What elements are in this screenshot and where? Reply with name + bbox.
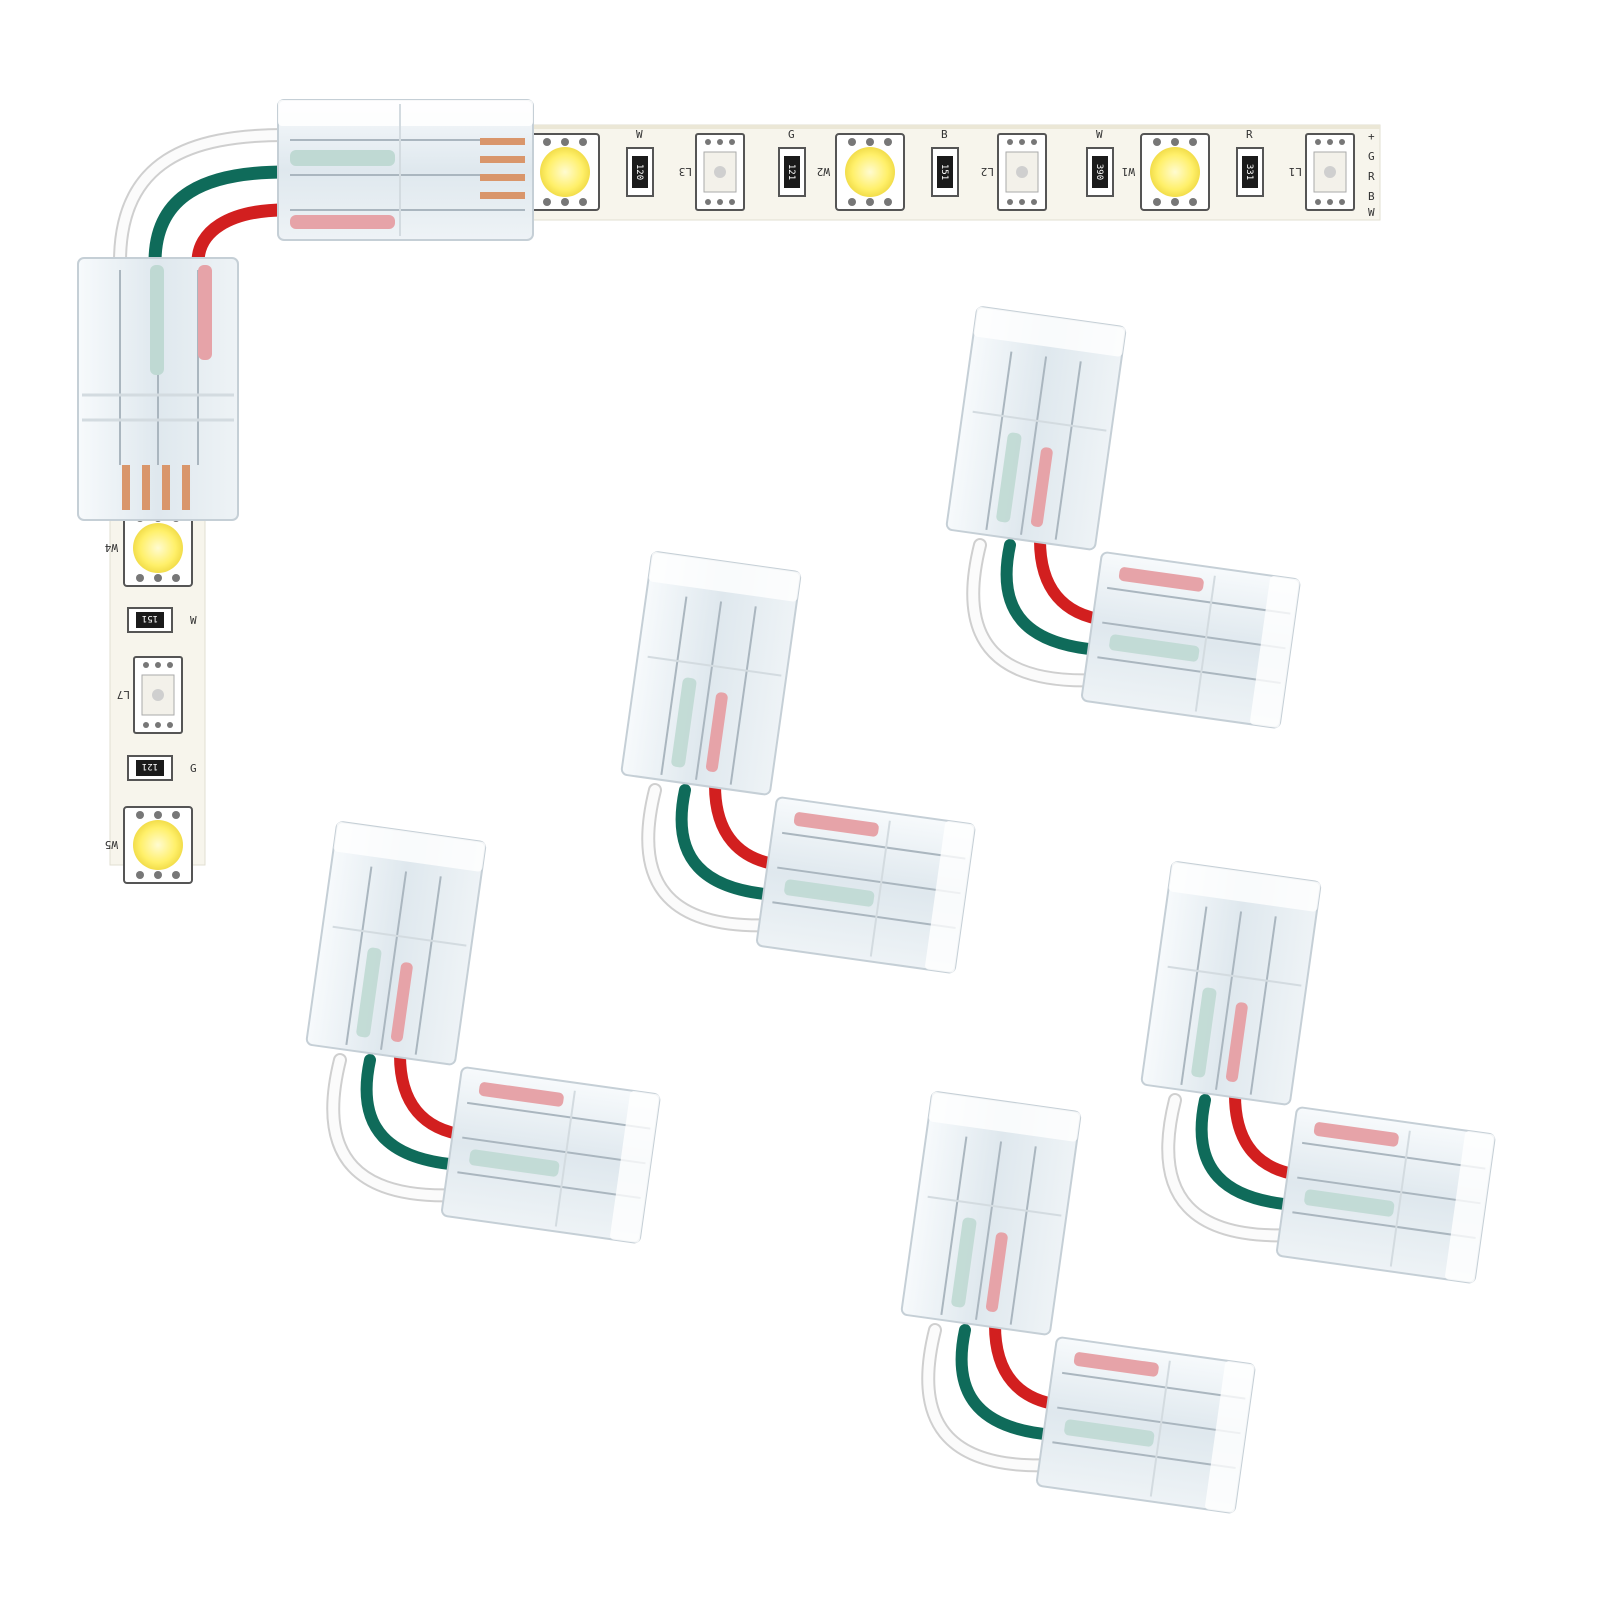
resistor: 390 W	[1086, 128, 1114, 197]
resistor-code: 331	[1244, 164, 1254, 180]
resistor: 331 R	[1236, 128, 1264, 197]
loose-connectors	[306, 306, 1495, 1513]
pad-label-w: W	[1368, 206, 1375, 219]
loose-l-connector-2	[621, 551, 975, 973]
loose-l-connector-1	[946, 306, 1300, 728]
led-label: W2	[817, 165, 830, 178]
pad-label-b: B	[1368, 190, 1375, 203]
vertical-strip-connector	[77, 257, 239, 521]
led-chip: W4	[104, 509, 193, 587]
resistor-code: 390	[1094, 164, 1104, 180]
resistor-code: 121	[786, 164, 796, 180]
resistor: 120 W	[626, 128, 654, 197]
resistor-code: 151	[142, 613, 158, 623]
pad-label: W	[1096, 128, 1103, 141]
copper-pins	[122, 465, 190, 510]
pad-label: B	[941, 128, 948, 141]
strip-assembly: + G R B W W3120WL3121GW2151BL2390WW1331R…	[77, 99, 1381, 884]
pad-label: W	[190, 614, 197, 627]
horizontal-strip-connector	[277, 99, 534, 241]
led-chip: W2	[817, 133, 905, 211]
pad-label: W	[636, 128, 643, 141]
chip-label: L2	[981, 165, 994, 178]
corner-wires	[113, 128, 286, 263]
rgb-chip: L7	[117, 656, 183, 734]
resistor-code: 120	[634, 164, 644, 180]
resistor-code: 121	[142, 761, 158, 771]
horizontal-led-strip: + G R B W W3120WL3121GW2151BL2390WW1331R…	[512, 124, 1381, 221]
pad-label: G	[788, 128, 795, 141]
pad-label-r: R	[1368, 170, 1375, 183]
resistor: 121 G	[127, 755, 197, 781]
led-chip: W5	[105, 806, 193, 884]
resistor: 151 B	[931, 128, 959, 197]
chip-label: L3	[679, 165, 692, 178]
chip-label: L1	[1289, 165, 1302, 178]
resistor-code: 151	[939, 164, 949, 180]
vertical-led-strip: W4 151 W L7 121 G W5	[104, 509, 206, 884]
copper-pins	[480, 138, 525, 199]
pad-label-g: G	[1368, 150, 1375, 163]
pad-label: G	[190, 762, 197, 775]
rgb-chip: L2	[981, 133, 1047, 211]
led-label: W4	[104, 541, 118, 554]
rgb-chip: L1	[1289, 133, 1355, 211]
loose-l-connector-3	[306, 821, 660, 1243]
led-label: W1	[1122, 165, 1135, 178]
rgb-chip: L3	[679, 133, 745, 211]
resistor: 121 G	[778, 128, 806, 197]
led-label: W5	[105, 838, 118, 851]
pad-label: R	[1246, 128, 1253, 141]
loose-l-connector-4	[1141, 861, 1495, 1283]
resistor: 151 W	[127, 607, 197, 633]
chip-label: L7	[117, 688, 130, 701]
led-chip: W1	[1122, 133, 1210, 211]
pad-label-plus: +	[1368, 130, 1375, 143]
